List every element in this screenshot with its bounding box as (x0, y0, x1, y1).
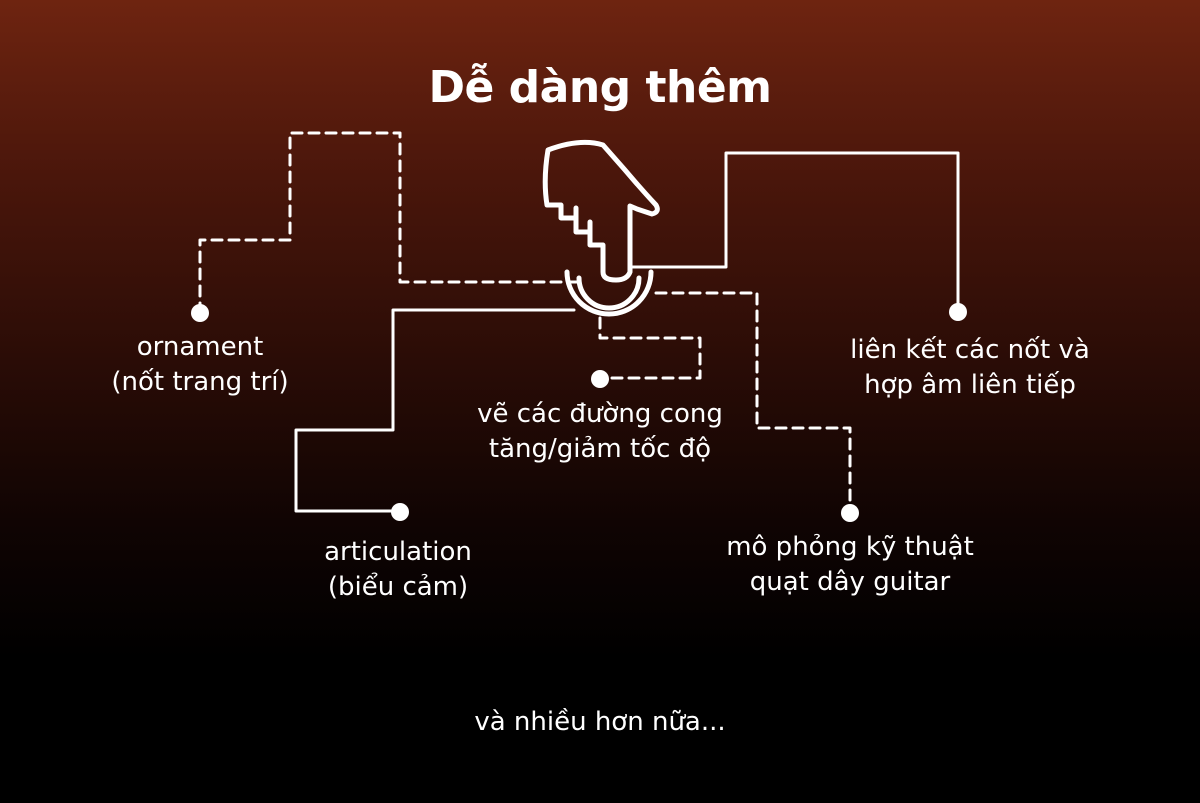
feature-strum-line2: quạt dây guitar (749, 567, 951, 597)
connector-ornament (198, 131, 580, 307)
feature-curves-label: vẽ các đường cong tăng/giảm tốc độ (450, 397, 750, 467)
dot-curves (591, 370, 609, 388)
page-title: Dễ dàng thêm (428, 62, 772, 113)
connector-curves (598, 316, 702, 380)
footer-text: và nhiều hơn nữa... (474, 707, 726, 737)
dot-ornament (191, 304, 209, 322)
connector-strum (654, 291, 852, 507)
feature-strum-label: mô phỏng kỹ thuật quạt dây guitar (690, 530, 1010, 600)
feature-strum-line1: mô phỏng kỹ thuật (726, 532, 974, 562)
dot-articulation (391, 503, 409, 521)
dot-legato (949, 303, 967, 321)
feature-ornament-label: ornament (nốt trang trí) (75, 330, 325, 400)
feature-articulation-line1: articulation (324, 537, 472, 567)
dot-strum (841, 504, 859, 522)
feature-ornament-line2: (nốt trang trí) (111, 367, 289, 397)
feature-curves-line2: tăng/giảm tốc độ (488, 434, 712, 464)
feature-ornament-line1: ornament (136, 332, 264, 362)
feature-articulation-label: articulation (biểu cảm) (273, 535, 523, 605)
feature-legato-line2: hợp âm liên tiếp (864, 370, 1076, 400)
hand-tap-icon (542, 139, 660, 317)
connector-legato (630, 151, 960, 307)
feature-curves-line1: vẽ các đường cong (477, 399, 723, 429)
feature-articulation-line2: (biểu cảm) (327, 572, 469, 602)
feature-legato-label: liên kết các nốt và hợp âm liên tiếp (820, 333, 1120, 403)
connector-articulation (294, 308, 576, 513)
feature-legato-line1: liên kết các nốt và (850, 335, 1090, 365)
